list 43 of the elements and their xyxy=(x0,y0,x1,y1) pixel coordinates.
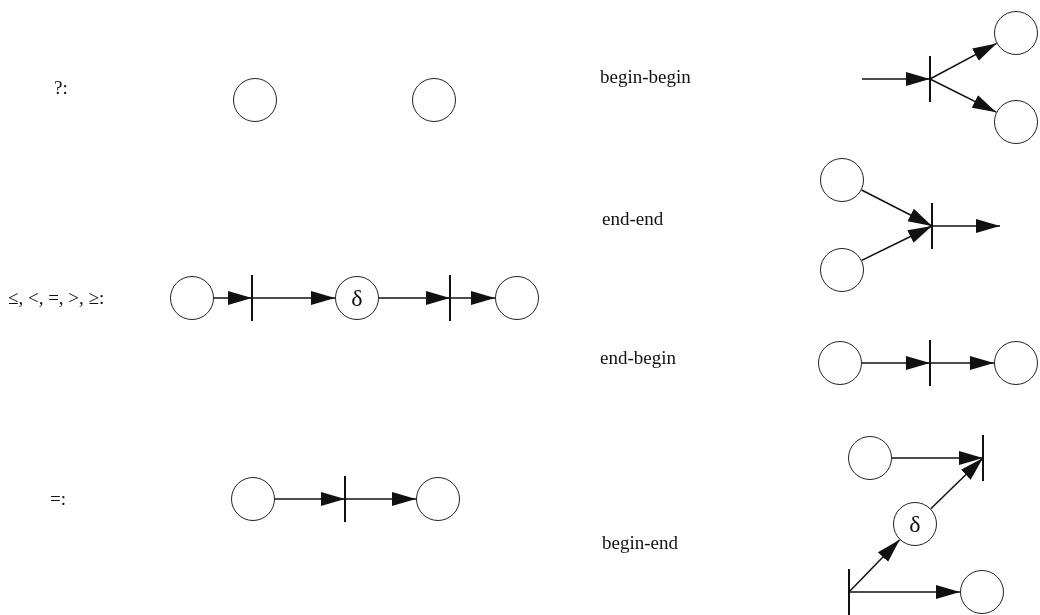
relation-label: begin-begin xyxy=(600,66,691,88)
event-circle xyxy=(994,100,1038,144)
event-circle xyxy=(820,158,864,202)
delay-circle xyxy=(335,276,379,320)
relation-label: ?: xyxy=(54,77,68,99)
delta-symbol: δ xyxy=(351,286,363,310)
relation-label: begin-end xyxy=(602,532,678,554)
arrow xyxy=(861,72,931,86)
event-circle xyxy=(233,78,277,122)
relation-label: =: xyxy=(50,488,66,510)
arrow xyxy=(251,291,336,305)
event-circle xyxy=(994,341,1038,385)
arrow xyxy=(929,356,995,370)
event-circle xyxy=(416,477,460,521)
arrow xyxy=(274,492,346,506)
relation-label: end-end xyxy=(602,208,664,230)
arrow xyxy=(213,291,253,305)
arrow xyxy=(848,539,901,593)
arrow xyxy=(378,291,451,305)
arrow xyxy=(929,42,998,80)
arrow xyxy=(449,291,496,305)
event-circle xyxy=(960,570,1004,614)
relation-label: ≤, <, =, >, ≥: xyxy=(8,287,105,309)
arrow xyxy=(891,451,984,465)
arrow xyxy=(930,457,984,510)
arrow xyxy=(929,78,998,113)
event-circle xyxy=(231,477,275,521)
event-circle xyxy=(412,78,456,122)
arrow xyxy=(931,219,1001,233)
arrow xyxy=(861,225,933,262)
arrow xyxy=(860,189,933,227)
delta-symbol: δ xyxy=(909,512,921,536)
event-circle xyxy=(495,276,539,320)
event-circle xyxy=(848,436,892,480)
event-circle xyxy=(820,248,864,292)
arrow xyxy=(344,492,417,506)
arrow xyxy=(848,585,961,599)
event-circle xyxy=(170,276,214,320)
arrow xyxy=(861,356,931,370)
relation-label: end-begin xyxy=(600,347,676,369)
event-circle xyxy=(818,341,862,385)
event-circle xyxy=(994,11,1038,55)
delay-circle xyxy=(893,502,937,546)
